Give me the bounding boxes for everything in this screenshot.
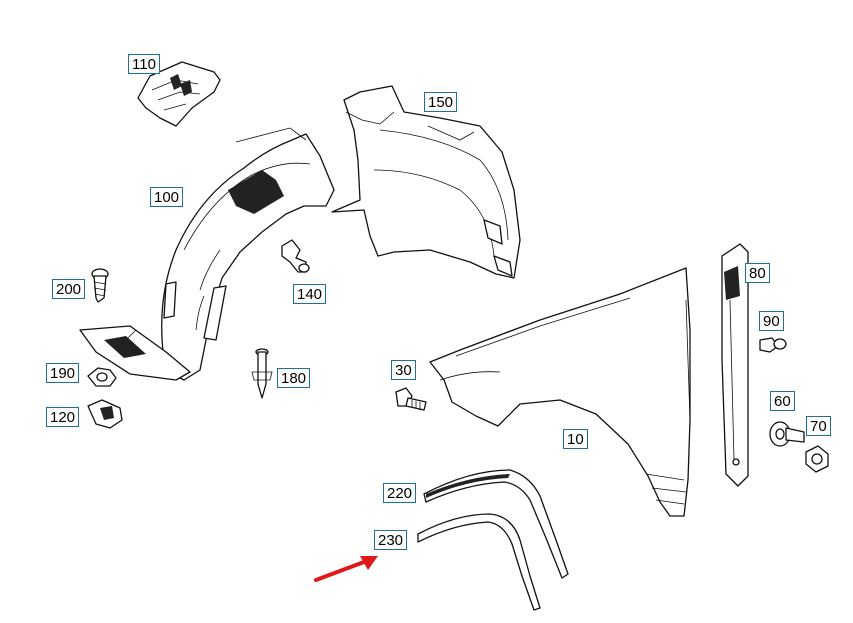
part-220-trim <box>423 469 569 579</box>
part-30-bolt <box>395 387 427 411</box>
callout-120: 120 <box>46 407 80 427</box>
callout-60: 60 <box>770 391 795 411</box>
part-80-strip <box>721 243 749 487</box>
callout-150: 150 <box>424 92 458 112</box>
callout-30: 30 <box>391 360 416 380</box>
part-100-wheel-liner <box>79 127 335 381</box>
part-200-screw <box>91 268 109 303</box>
part-230-trim <box>417 513 541 611</box>
part-110-bracket <box>137 61 221 127</box>
part-90-bolt <box>759 337 787 353</box>
callout-10: 10 <box>563 429 588 449</box>
part-10-fender <box>429 267 691 517</box>
callout-110: 110 <box>128 54 160 74</box>
part-120-clip-nut <box>87 399 123 429</box>
callout-230: 230 <box>374 530 408 550</box>
part-70-nut <box>805 445 829 473</box>
callout-200: 200 <box>52 279 86 299</box>
part-190-nut <box>87 367 117 387</box>
callout-100: 100 <box>150 187 184 207</box>
callout-190: 190 <box>46 363 80 383</box>
callout-180: 180 <box>277 368 311 388</box>
callout-90: 90 <box>759 311 784 331</box>
leader-lines <box>127 329 137 339</box>
part-150-liner <box>331 85 521 279</box>
part-140-clip <box>281 239 310 273</box>
part-180-pin <box>251 348 273 399</box>
callout-220: 220 <box>383 483 417 503</box>
red-arrow-icon <box>314 556 378 582</box>
callout-140: 140 <box>293 284 327 304</box>
callout-80: 80 <box>745 263 770 283</box>
part-60-screw <box>769 421 805 447</box>
callout-70: 70 <box>806 416 831 436</box>
